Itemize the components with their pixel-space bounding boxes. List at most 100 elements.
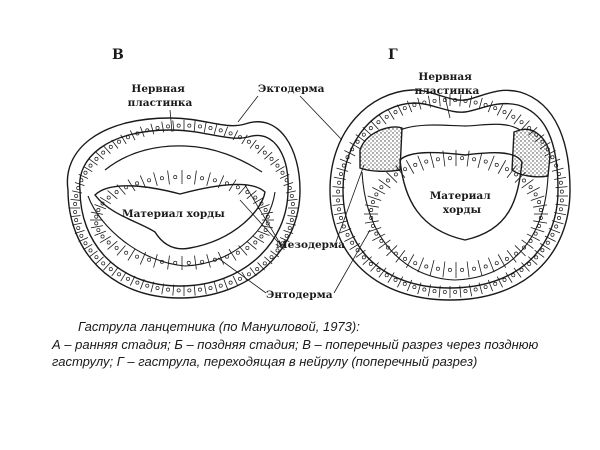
right-ectoderm-cell-wall — [387, 272, 395, 283]
right-ectoderm-nucleus — [540, 139, 545, 144]
left-ectoderm-cell-wall — [223, 278, 229, 290]
left-endoderm-nucleus — [147, 178, 152, 183]
left-ectoderm-nucleus — [74, 218, 79, 223]
left-ectoderm-cell-wall — [150, 123, 155, 135]
left-ectoderm-nucleus — [108, 144, 113, 149]
right-endoderm-nucleus — [435, 157, 440, 162]
left-endoderm-cell-wall — [99, 235, 111, 244]
left-ectoderm-cell-wall — [249, 267, 257, 277]
right-endoderm-nucleus — [538, 208, 543, 212]
right-ectoderm-cell-wall — [548, 158, 561, 164]
left-ectoderm-cell-wall — [249, 139, 257, 149]
leader-mesoderm-left-b — [239, 199, 279, 243]
right-ectoderm-nucleus — [558, 180, 563, 185]
right-mesoderm-right — [511, 128, 551, 178]
right-ectoderm-nucleus — [339, 216, 343, 220]
right-ectoderm-nucleus — [453, 289, 458, 294]
left-ectoderm-nucleus — [284, 233, 289, 238]
right-endoderm-cell-wall — [367, 195, 382, 201]
left-ectoderm-cell-wall — [257, 145, 265, 154]
left-ectoderm-cell-wall — [193, 284, 196, 296]
left-ectoderm-cell-wall — [270, 158, 280, 166]
left-ectoderm-cell-wall — [111, 267, 119, 277]
left-ectoderm-nucleus — [228, 280, 233, 285]
left-ectoderm-nucleus — [275, 248, 280, 253]
right-endoderm-cell-wall — [378, 179, 391, 189]
left-ectoderm-cell-wall — [72, 190, 83, 194]
right-ectoderm-cell-wall — [505, 109, 513, 120]
right-endoderm-nucleus — [369, 208, 374, 212]
right-ectoderm-cell-wall — [336, 167, 349, 172]
right-ectoderm-cell-wall — [554, 212, 567, 216]
right-ectoderm-nucleus — [442, 98, 447, 103]
right-ectoderm-cell-wall — [551, 167, 564, 172]
right-ectoderm-nucleus — [361, 132, 366, 137]
right-ectoderm-cell-wall — [478, 97, 483, 110]
left-ectoderm-cell-wall — [232, 130, 239, 141]
left-endoderm-nucleus — [173, 175, 178, 180]
left-ectoderm-nucleus — [284, 178, 289, 183]
right-ectoderm-nucleus — [402, 281, 407, 286]
left-ectoderm-inner — [79, 129, 289, 287]
right-endoderm-cell-wall — [442, 261, 446, 278]
right-ectoderm-nucleus — [337, 207, 342, 212]
left-ectoderm-nucleus — [145, 283, 150, 288]
right-ectoderm-nucleus — [412, 285, 417, 289]
right-ectoderm-cell-wall — [505, 272, 513, 283]
leader-mesoderm-right — [335, 164, 365, 243]
panel-letter-g: Г — [388, 47, 398, 63]
left-ectoderm-cell-wall — [172, 120, 175, 132]
left-endoderm-nucleus — [263, 208, 268, 212]
right-endoderm-nucleus — [514, 172, 519, 177]
left-ectoderm-nucleus — [280, 170, 285, 175]
left-ectoderm-cell-wall — [270, 250, 280, 258]
left-ectoderm-cell-wall — [285, 222, 296, 226]
right-ectoderm-nucleus — [339, 172, 343, 176]
right-ectoderm-nucleus — [393, 110, 398, 115]
right-neural-plate — [399, 123, 521, 131]
left-endoderm-cell-wall — [116, 245, 126, 256]
left-endoderm-nucleus — [100, 201, 105, 206]
right-endoderm-nucleus — [537, 223, 542, 228]
left-endoderm-nucleus — [224, 254, 229, 259]
right-ectoderm-cell-wall — [469, 95, 473, 108]
left-ectoderm-nucleus — [155, 286, 160, 290]
left-ectoderm-cell-wall — [172, 284, 175, 296]
left-ectoderm-nucleus — [287, 186, 292, 190]
right-endoderm-cell-wall — [526, 187, 540, 195]
right-ectoderm-cell-wall — [355, 134, 366, 143]
right-endoderm-nucleus — [447, 267, 452, 272]
left-ectoderm-cell-wall — [241, 134, 248, 145]
right-endoderm-nucleus — [514, 251, 519, 256]
right-ectoderm-cell-wall — [332, 186, 345, 189]
left-ectoderm-nucleus — [126, 135, 130, 140]
left-endoderm-cell-wall — [260, 225, 273, 229]
left-ectoderm-nucleus — [176, 288, 181, 293]
right-endoderm-cell-wall — [521, 239, 534, 249]
left-endoderm-cell-wall — [206, 172, 211, 186]
right-ectoderm-cell-wall — [417, 97, 422, 110]
left-endoderm-nucleus — [186, 175, 191, 180]
left-endoderm-outer — [87, 191, 276, 267]
left-ectoderm-nucleus — [73, 202, 78, 206]
right-endoderm-nucleus — [374, 192, 379, 197]
right-ectoderm-cell-wall — [521, 120, 530, 130]
left-endoderm-cell-wall — [127, 248, 136, 261]
left-endoderm-cell-wall — [116, 184, 126, 195]
left-endoderm-nucleus — [200, 259, 205, 264]
right-cell-nuclei — [336, 98, 564, 294]
left-endoderm-nucleus — [245, 245, 250, 250]
left-endoderm-nucleus — [212, 257, 217, 262]
right-endoderm-cell-wall — [372, 187, 386, 195]
right-endoderm-cell-wall — [378, 239, 391, 249]
left-endoderm-nucleus — [100, 234, 105, 239]
left-endoderm-cell-wall — [217, 251, 225, 265]
right-ectoderm-nucleus — [559, 198, 564, 203]
left-endoderm-cell-wall — [94, 230, 107, 236]
right-endoderm-nucleus — [403, 167, 408, 172]
left-ectoderm-nucleus — [79, 233, 84, 238]
left-ectoderm-nucleus — [269, 255, 274, 260]
right-ectoderm-nucleus — [463, 289, 468, 294]
left-ectoderm-cell-wall — [161, 121, 165, 133]
right-endoderm-nucleus — [528, 238, 533, 243]
